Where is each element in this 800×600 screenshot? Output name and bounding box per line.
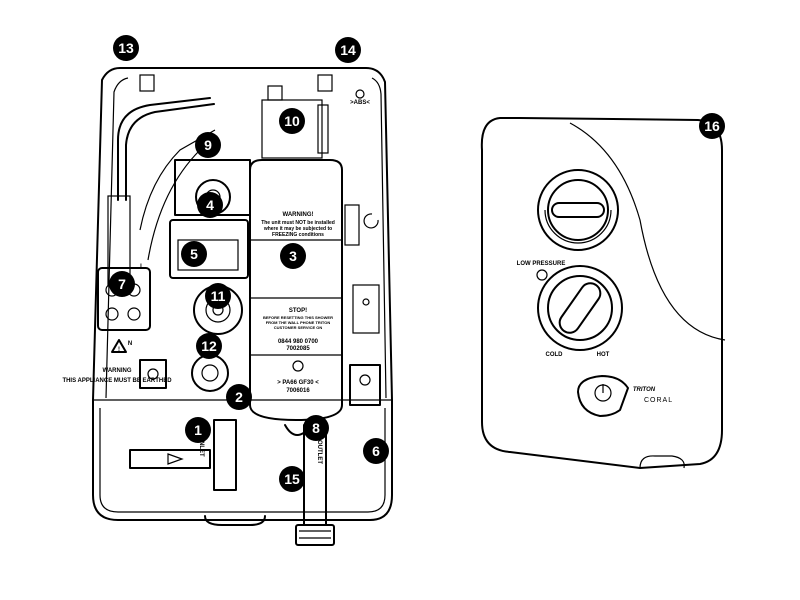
reset-icon	[363, 213, 379, 229]
front-cover-view: LOW PRESSURE COLD HOT TRITON CORAL	[480, 117, 726, 469]
pressure-relief-device	[191, 354, 229, 392]
side-warning-sub: THIS APPLIANCE MUST BE EARTHED	[62, 378, 172, 384]
inlet-pipe	[129, 449, 211, 469]
callout-14: 14	[335, 37, 361, 63]
outlet-label: OUTLET	[316, 440, 322, 464]
outlet-fitting	[295, 524, 335, 546]
stop-code: 7002085	[286, 346, 310, 352]
temperature-grip	[558, 282, 602, 334]
stop-phone: 0844 980 0700	[278, 339, 319, 345]
start-stop-button[interactable]	[577, 375, 629, 417]
svg-text:2: 2	[235, 389, 243, 405]
heater-can	[249, 159, 343, 421]
svg-text:!: !	[118, 347, 120, 353]
svg-text:6: 6	[372, 443, 380, 459]
front-cover-notch	[639, 455, 685, 469]
model-label: CORAL	[644, 397, 673, 404]
callout-5: 5	[181, 241, 207, 267]
brand-label: TRITON	[633, 387, 656, 393]
low-pressure-label: LOW PRESSURE	[517, 261, 566, 267]
valve-assembly	[261, 99, 323, 159]
terminal-screw-4	[127, 307, 141, 321]
svg-text:5: 5	[190, 246, 198, 262]
svg-text:3: 3	[289, 248, 297, 264]
right-terminal	[349, 364, 381, 406]
callout-16: 16	[699, 113, 725, 139]
callout-15: 15	[279, 466, 305, 492]
stop-label: STOP!	[289, 308, 307, 314]
callout-7: 7	[109, 271, 135, 297]
svg-text:16: 16	[704, 118, 720, 134]
temperature-knob[interactable]	[547, 275, 613, 341]
top-clip-right	[317, 74, 333, 92]
warning-triangle-icon	[111, 339, 127, 353]
backplate-inner-rim	[105, 77, 387, 399]
svg-text:4: 4	[206, 197, 214, 213]
svg-text:7: 7	[118, 276, 126, 292]
svg-text:11: 11	[211, 288, 226, 304]
svg-text:12: 12	[201, 338, 217, 354]
abs-label: >ABS<	[350, 100, 370, 106]
side-warning-label: WARNING	[103, 368, 132, 374]
stop-sub: BEFORE RESETTING THIS SHOWER FROM THE WA…	[262, 315, 333, 330]
wire-bundle	[139, 129, 216, 231]
callout-4: 4	[197, 192, 223, 218]
terminal-screw-3	[105, 307, 119, 321]
top-clip-left	[139, 74, 155, 92]
unit-internal-view: N L ! WARNING THIS APPLIANCE MUST BE EAR…	[62, 67, 393, 546]
terminal-n-label: N	[128, 341, 132, 347]
callout-3: 3	[280, 243, 306, 269]
lower-cover	[99, 408, 386, 513]
temperature-ring	[537, 265, 623, 351]
inlet-bottom	[204, 515, 266, 526]
backplate-outline	[92, 67, 393, 521]
svg-text:14: 14	[340, 42, 356, 58]
inlet-arrow-icon	[167, 453, 184, 465]
callout-1: 1	[185, 417, 211, 443]
svg-text:15: 15	[284, 471, 300, 487]
solenoid-valve	[169, 219, 249, 279]
earth-terminal	[139, 359, 167, 389]
svg-text:10: 10	[284, 113, 300, 129]
svg-text:13: 13	[118, 40, 134, 56]
callout-13: 13	[113, 35, 139, 61]
terminal-l-label: L	[140, 264, 144, 270]
callout-10: 10	[279, 108, 305, 134]
thermal-cutout	[352, 284, 380, 334]
callout-9: 9	[195, 132, 221, 158]
inlet-label: INLET	[198, 439, 204, 457]
power-selector-ring	[537, 169, 619, 251]
pa-label: > PA66 GF30 <	[277, 380, 319, 386]
cold-label: COLD	[546, 352, 564, 358]
warning-main-label: WARNING!	[283, 212, 314, 218]
callout-12: 12	[196, 333, 222, 359]
power-selector-knob[interactable]	[547, 179, 609, 241]
recycle-icon	[292, 360, 304, 372]
svg-text:1: 1	[194, 422, 202, 438]
svg-text:9: 9	[204, 137, 212, 153]
hot-label: HOT	[597, 352, 610, 358]
callout-11: 11	[205, 283, 231, 309]
power-selector-grip	[551, 202, 605, 218]
callout-8: 8	[303, 415, 329, 441]
recycle-icon-top	[355, 89, 365, 99]
low-pressure-indicator	[536, 269, 548, 281]
callout-6: 6	[363, 438, 389, 464]
inlet-body	[213, 419, 237, 491]
terminal-block	[97, 267, 151, 331]
pipe-left-upper	[117, 97, 211, 201]
pipe-left-upper-2	[125, 103, 215, 201]
callout-2: 2	[226, 384, 252, 410]
warning-main-sub: The unit must NOT be installed where it …	[261, 220, 335, 238]
svg-text:8: 8	[312, 420, 320, 436]
pa-code: 7006016	[286, 388, 310, 394]
front-cover-curve	[569, 122, 726, 341]
